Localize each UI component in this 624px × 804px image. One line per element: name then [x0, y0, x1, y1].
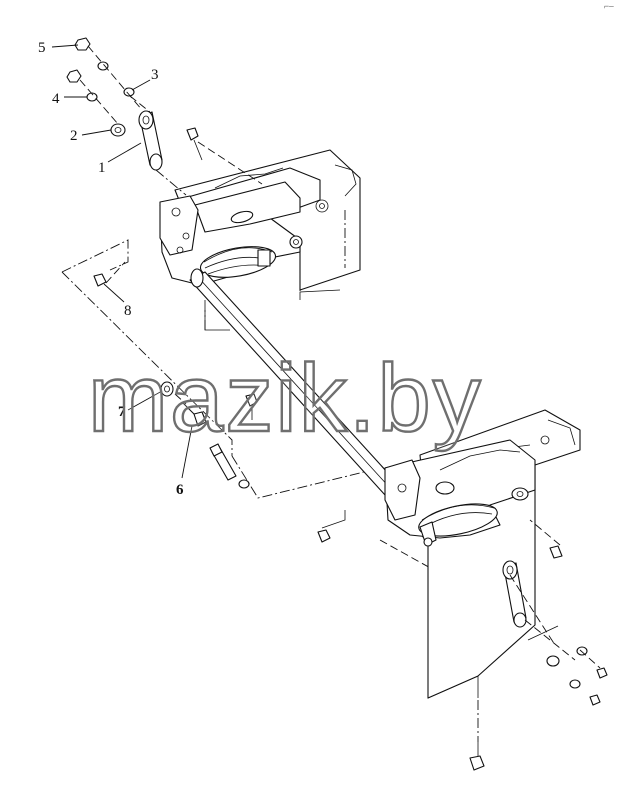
fastener-pin-lower	[419, 521, 437, 547]
callout-2: 2	[70, 128, 78, 144]
fastener-bolt-8	[93, 273, 107, 287]
fastener-nut-4	[66, 69, 82, 83]
fastener-bolt-center	[245, 393, 258, 420]
fastener-nut-7	[160, 381, 174, 397]
fastener-bolt-bottom	[469, 742, 485, 771]
fastener-bolt-right	[549, 545, 563, 559]
fastener-bolt-7	[181, 401, 207, 427]
fastener-washer-lower	[546, 655, 560, 667]
upper-bracket	[159, 167, 321, 286]
callout-8: 8	[124, 303, 132, 319]
fastener-bushing-2	[110, 123, 126, 137]
fastener-nut-5	[74, 37, 91, 51]
callout-3: 3	[151, 67, 159, 83]
fastener-washer-3	[123, 87, 135, 97]
callout-5: 5	[38, 40, 46, 56]
callout-4: 4	[52, 91, 60, 107]
shock-link-lower	[502, 560, 527, 628]
fastener-washers-right	[569, 646, 608, 706]
guide-lines	[79, 45, 601, 669]
lower-bracket	[384, 439, 536, 539]
leader-lines	[51, 44, 193, 479]
callout-1: 1	[98, 160, 106, 176]
callout-7: 7	[118, 404, 126, 420]
assembly-outline-upper	[61, 239, 373, 499]
upper-roller	[199, 246, 277, 278]
callout-6: 6	[176, 482, 184, 498]
corner-mark: ⌐–	[604, 1, 614, 11]
fastener-long-bolt-6	[209, 443, 250, 489]
shock-link-upper	[138, 110, 187, 196]
fastener-washer-top	[97, 61, 109, 71]
watermark-logo: mazik.by	[88, 345, 483, 452]
fastener-bolt-upper	[186, 127, 203, 161]
fastener-bolt-mid	[317, 529, 331, 543]
